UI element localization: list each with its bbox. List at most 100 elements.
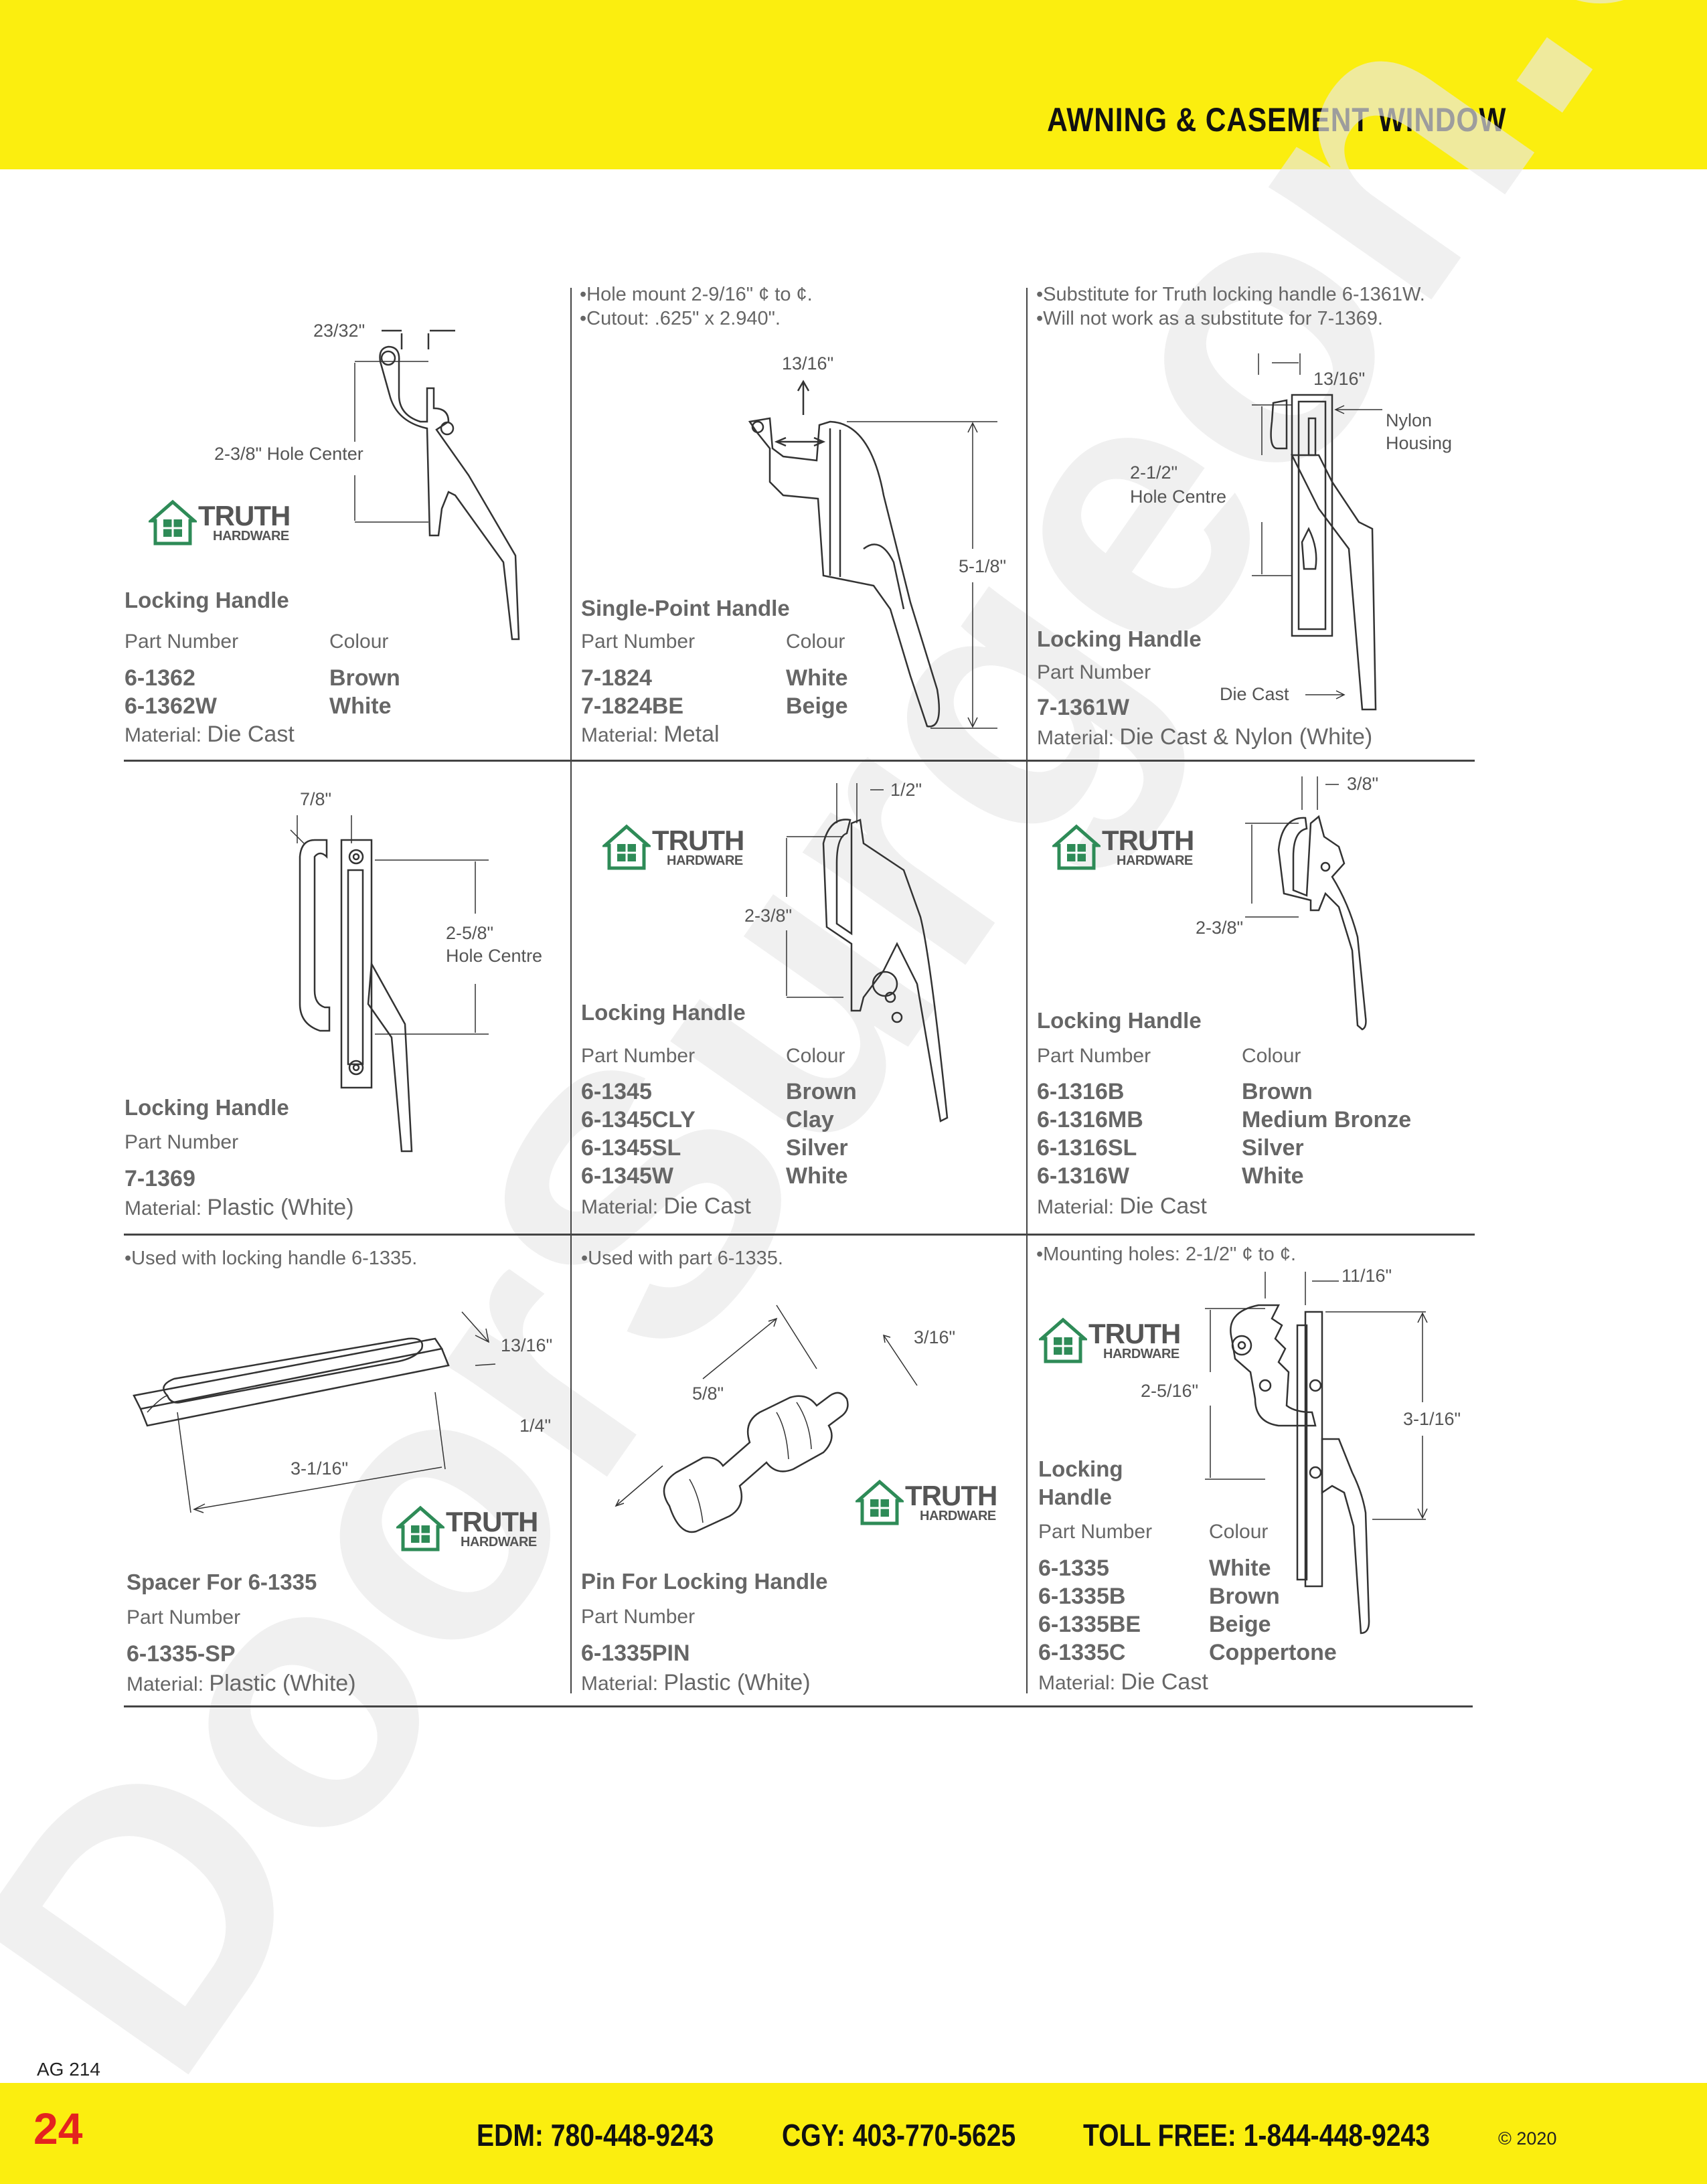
part-number: 6-1345W [581,1163,673,1189]
dimension-label: 13/16" [1313,369,1366,389]
part-number: 6-1345 [581,1079,652,1104]
dimension-label: Housing [1386,433,1453,453]
colour-value: Beige [786,693,848,719]
product-title: Spacer For 6-1335 [127,1570,317,1594]
colour-value: Silver [1242,1135,1304,1161]
material: Material: Die Cast [1038,1669,1208,1695]
page-title: AWNING & CASEMENT WINDOW [1046,101,1506,139]
product-title-line-2: Handle [1038,1485,1113,1509]
dimension-label: 1/2" [890,780,922,800]
colour-value: Brown [1242,1079,1313,1104]
part-number-label: Part Number [125,1131,239,1153]
part-number: 6-1335C [1038,1640,1126,1665]
locking-handle-drawing [1198,348,1399,723]
toll-free-phone: TOLL FREE: 1-844-448-9243 [1083,2118,1430,2153]
product-title: Locking Handle [125,1095,289,1120]
part-number: 6-1335-SP [127,1641,236,1667]
dimension-label: 2-5/16" [1141,1381,1199,1401]
part-number: 7-1361W [1037,695,1129,720]
note: •Substitute for Truth locking handle 6-1… [1036,284,1425,305]
cgy-phone: CGY: 403-770-5625 [782,2118,1016,2153]
page-code: AG 214 [37,2059,100,2080]
row-divider-2 [124,1234,1475,1236]
single-point-handle-drawing [730,382,1011,730]
part-number: 6-1335 [1038,1556,1109,1581]
colour-value: White [786,1163,848,1189]
colour-value: Clay [786,1107,834,1132]
colour-value: Brown [786,1079,857,1104]
product-title: Locking Handle [1037,1008,1202,1033]
dimension-label: Nylon [1386,410,1433,430]
colour-value: Medium Bronze [1242,1107,1412,1132]
part-number-label: Part Number [581,1606,696,1628]
note: •Used with part 6-1335. [581,1248,783,1269]
material: Material: Die Cast [125,722,295,747]
colour-value: Brown [1209,1584,1280,1609]
dimension-label: 1/4" [519,1416,552,1436]
row-divider-3 [124,1705,1473,1707]
locking-handle-drawing [777,783,991,1185]
part-number-label: Part Number [1037,1045,1151,1067]
dimension-label: 2-3/8" [1196,918,1244,938]
column-divider-2 [1026,288,1028,1693]
material: Material: Die Cast [1037,1193,1207,1219]
colour-value: Silver [786,1135,848,1161]
colour-value: Coppertone [1209,1640,1337,1665]
dimension-label: 2-3/8" [744,906,793,926]
part-number: 6-1345CLY [581,1107,696,1132]
locking-handle-drawing [1171,1272,1453,1647]
product-title: Pin For Locking Handle [581,1569,828,1594]
header-band [0,0,1707,169]
pin-drawing [616,1305,951,1560]
colour-value: Brown [329,665,400,691]
truth-hardware-logo: TRUTH HARDWARE [149,495,296,549]
copyright: © 2020 [1498,2128,1557,2149]
spacer-drawing [127,1312,562,1513]
dimension-label: 3-1/16" [1403,1409,1461,1429]
dimension-label: 3-1/16" [291,1458,349,1479]
part-number-label: Part Number [127,1606,241,1628]
part-number: 7-1824 [581,665,652,691]
product-title: Locking Handle [1037,626,1202,651]
part-number: 6-1316W [1037,1163,1129,1189]
colour-value: White [1209,1556,1271,1581]
part-number-label: Part Number [1037,661,1151,683]
product-title: Locking Handle [125,588,289,612]
truth-hardware-logo: TRUTH HARDWARE [856,1475,1003,1529]
material: Material: Plastic (White) [125,1195,354,1220]
dimension-label: 3/8" [1347,774,1379,794]
part-number: 7-1369 [125,1166,195,1191]
material: Material: Plastic (White) [127,1671,356,1696]
part-number: 6-1345SL [581,1135,681,1161]
truth-hardware-logo: TRUTH HARDWARE [1039,1313,1186,1367]
locking-handle-drawing [348,321,562,643]
part-number: 6-1316SL [1037,1135,1137,1161]
dimension-label: Hole Centre [446,946,543,966]
product-title: Locking [1038,1456,1123,1481]
dimension-label: 11/16" [1342,1266,1392,1286]
dimension-label: 23/32" [313,321,365,341]
note: •Cutout: .625" x 2.940". [580,308,781,329]
edm-phone: EDM: 780-448-9243 [477,2118,714,2153]
locking-handle-drawing [1232,776,1433,1044]
colour-label: Colour [786,1045,845,1067]
dimension-label: 2-1/2" [1130,463,1178,483]
part-number-label: Part Number [581,1045,696,1067]
dimension-label: 13/16" [782,353,834,373]
material: Material: Metal [581,722,720,747]
product-title: Single-Point Handle [581,596,790,620]
dimension-label: 3/16" [914,1327,956,1347]
part-number: 6-1362 [125,665,195,691]
dimension-label: Die Cast [1220,684,1289,704]
note: •Mounting holes: 2-1/2" ¢ to ¢. [1036,1244,1297,1265]
part-number-label: Part Number [125,631,239,653]
dimension-label: Hole Centre [1130,487,1227,507]
part-number: 6-1316MB [1037,1107,1143,1132]
dimension-label: 2-5/8" [446,923,494,943]
colour-label: Colour [786,631,845,653]
part-number: 6-1335BE [1038,1612,1141,1637]
truth-hardware-logo: TRUTH HARDWARE [396,1501,544,1555]
part-number-label: Part Number [1038,1521,1153,1543]
part-number: 6-1362W [125,693,217,719]
material: Material: Die Cast & Nylon (White) [1037,724,1373,750]
